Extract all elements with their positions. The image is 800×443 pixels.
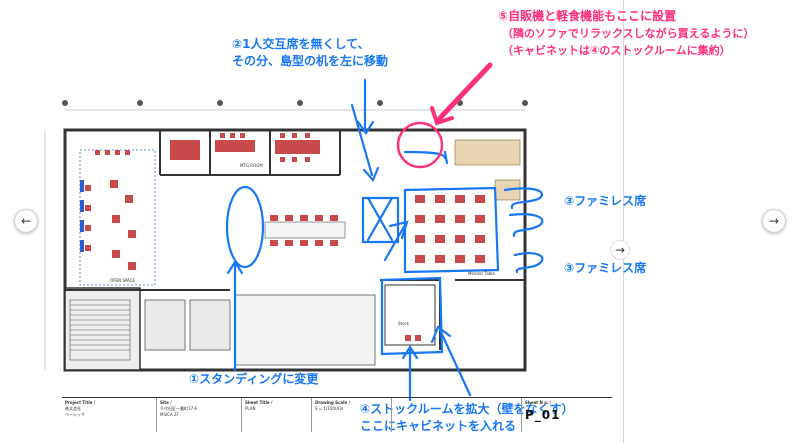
drawing-titleblock: Project Title / 株式会社 ベーシック Site / 千代田区一番… — [62, 397, 612, 432]
tb-sheet-no-label: Sheet N o. / — [525, 400, 552, 405]
annotation-2: ②1人交互席を無くして、 その分、島型の机を左に移動 — [232, 36, 388, 70]
annotation-5-line2: （隣のソファでリラックスしながら買えるように） — [502, 27, 755, 40]
arrow-right-icon: → — [614, 243, 626, 257]
annotation-5: ⑤自販機と軽食機能もここに設置 （隣のソファでリラックスしながら買えるように） … — [498, 8, 754, 59]
open-space-label: OPEN SPACE — [110, 278, 136, 283]
annotation-5-line1: ⑤自販機と軽食機能もここに設置 — [498, 9, 677, 23]
monitor-table-label: Monitor Table — [468, 271, 495, 276]
tb-site: Site / 千代田区一番町17-6 MSICA 2F — [157, 398, 242, 432]
page-divider — [623, 0, 624, 443]
tb-sheet-no-value: P_01 — [525, 408, 561, 422]
mtg-room-label: MTG ROOM — [240, 163, 263, 168]
standing-circle — [225, 185, 265, 269]
tb-sheet-title-value: PLAN — [245, 406, 256, 411]
next-image-button[interactable]: → — [762, 209, 786, 233]
prev-image-button[interactable]: ← — [14, 209, 38, 233]
arrow-right-icon: → — [768, 214, 780, 228]
annotation-2-line1: ②1人交互席を無くして、 — [232, 37, 370, 51]
tb-sheet-no: Sheet N o. / P_01 — [522, 398, 612, 432]
tb-scale-label: Drawing Scale / — [315, 400, 351, 405]
tb-project-label: Project Title / — [65, 400, 96, 405]
annotation-4-line2: ここにキャビネットを入れる — [360, 419, 517, 433]
tb-project-value: 株式会社 ベーシック — [65, 406, 85, 417]
tb-site-label: Site / — [160, 400, 172, 405]
annotation-5-line3: （キャビネットは④のストックルームに集約） — [502, 44, 731, 57]
tb-sheet-title: Sheet Title / PLAN — [242, 398, 312, 432]
arrow-left-icon: ← — [20, 214, 32, 228]
tb-spacer — [392, 398, 522, 432]
tb-sheet-title-label: Sheet Title / — [245, 400, 273, 405]
annotation-4-line1: ④ストックルームを拡大（壁をなくす） — [360, 402, 574, 416]
inner-next-button[interactable]: → — [610, 240, 630, 260]
annotation-3a: ③ファミレス席 — [564, 194, 647, 208]
annotation-4: ④ストックルームを拡大（壁をなくす） ここにキャビネットを入れる — [360, 401, 573, 435]
annotation-3b: ③ファミレス席 — [564, 261, 647, 275]
tb-project: Project Title / 株式会社 ベーシック — [62, 398, 157, 432]
annotation-2-line2: その分、島型の机を左に移動 — [232, 54, 389, 68]
stock-label: Stock — [398, 321, 410, 326]
tb-scale-value: S = 1/100(A3) — [315, 406, 344, 411]
tb-site-value: 千代田区一番町17-6 MSICA 2F — [160, 406, 198, 417]
tb-scale: Drawing Scale / S = 1/100(A3) — [312, 398, 392, 432]
annotation-1: ①スタンディングに変更 — [189, 372, 319, 386]
